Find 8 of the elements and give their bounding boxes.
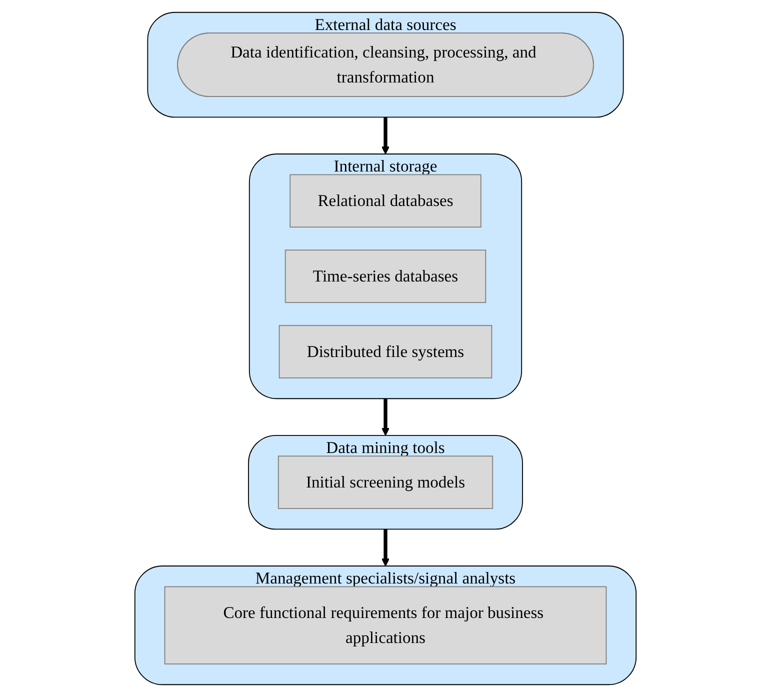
node-box: Time-series databases bbox=[284, 250, 486, 303]
node-box: Initial screening models bbox=[278, 456, 494, 509]
arrow bbox=[381, 529, 390, 566]
arrow bbox=[381, 117, 390, 154]
node-box: Relational databases bbox=[290, 174, 482, 228]
node-box: Distributed file systems bbox=[278, 325, 492, 378]
node-box: Core functional requirements for major business applications bbox=[164, 586, 607, 664]
arrow bbox=[381, 398, 390, 436]
